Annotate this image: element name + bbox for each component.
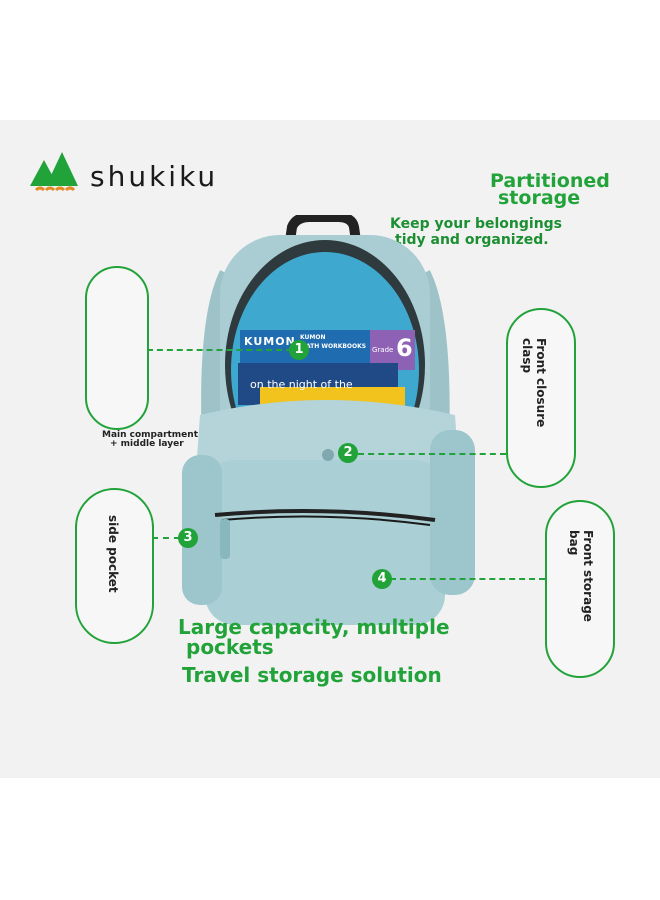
headline-title-line1: Partitioned (490, 170, 610, 192)
callout-side-pocket-label: side pocket (106, 515, 120, 593)
callout-2-number: 2 (338, 443, 358, 463)
headline-subtitle-line2: tidy and organized. (395, 232, 549, 248)
callout-1-line (147, 349, 292, 351)
callout-2-line (358, 453, 506, 455)
book-series-line2: MATH WORKBOOKS (300, 343, 367, 350)
backpack-image (182, 215, 475, 625)
callout-front-storage-label: Front storage bag (567, 530, 595, 622)
callout-front-closure-pill (506, 308, 576, 488)
book-grade-label: Grade (372, 346, 394, 354)
bottom-line2: pockets (186, 635, 274, 659)
callout-front-storage-pill (545, 500, 615, 678)
book-story-title: on the night of the (250, 378, 353, 391)
brand-name: shukiku (90, 160, 219, 193)
callout-main-compartment-label-line2: + middle layer (110, 439, 184, 449)
headline-title-line2: storage (498, 187, 581, 209)
bottom-line1: Large capacity, multiple (178, 615, 450, 639)
callout-4-line (390, 578, 545, 580)
callout-main-compartment-label-line1: Main compartment (102, 430, 198, 440)
headline-subtitle-line1: Keep your belongings (390, 216, 563, 232)
callout-1-number: 1 (289, 340, 309, 360)
bottom-line3: Travel storage solution (182, 663, 442, 687)
callout-4-number: 4 (372, 569, 392, 589)
callout-3-number: 3 (178, 528, 198, 548)
callout-front-closure-label: Front closure clasp (520, 338, 548, 428)
book-grade-number: 6 (396, 334, 413, 362)
mountain-logo-icon (30, 152, 78, 192)
callout-3-line (152, 537, 180, 539)
book-kumon-logo: KUMON (244, 335, 296, 348)
book-series-line1: KUMON (300, 334, 326, 341)
callout-main-compartment-pill (85, 266, 149, 430)
callout-side-pocket-pill (75, 488, 154, 644)
